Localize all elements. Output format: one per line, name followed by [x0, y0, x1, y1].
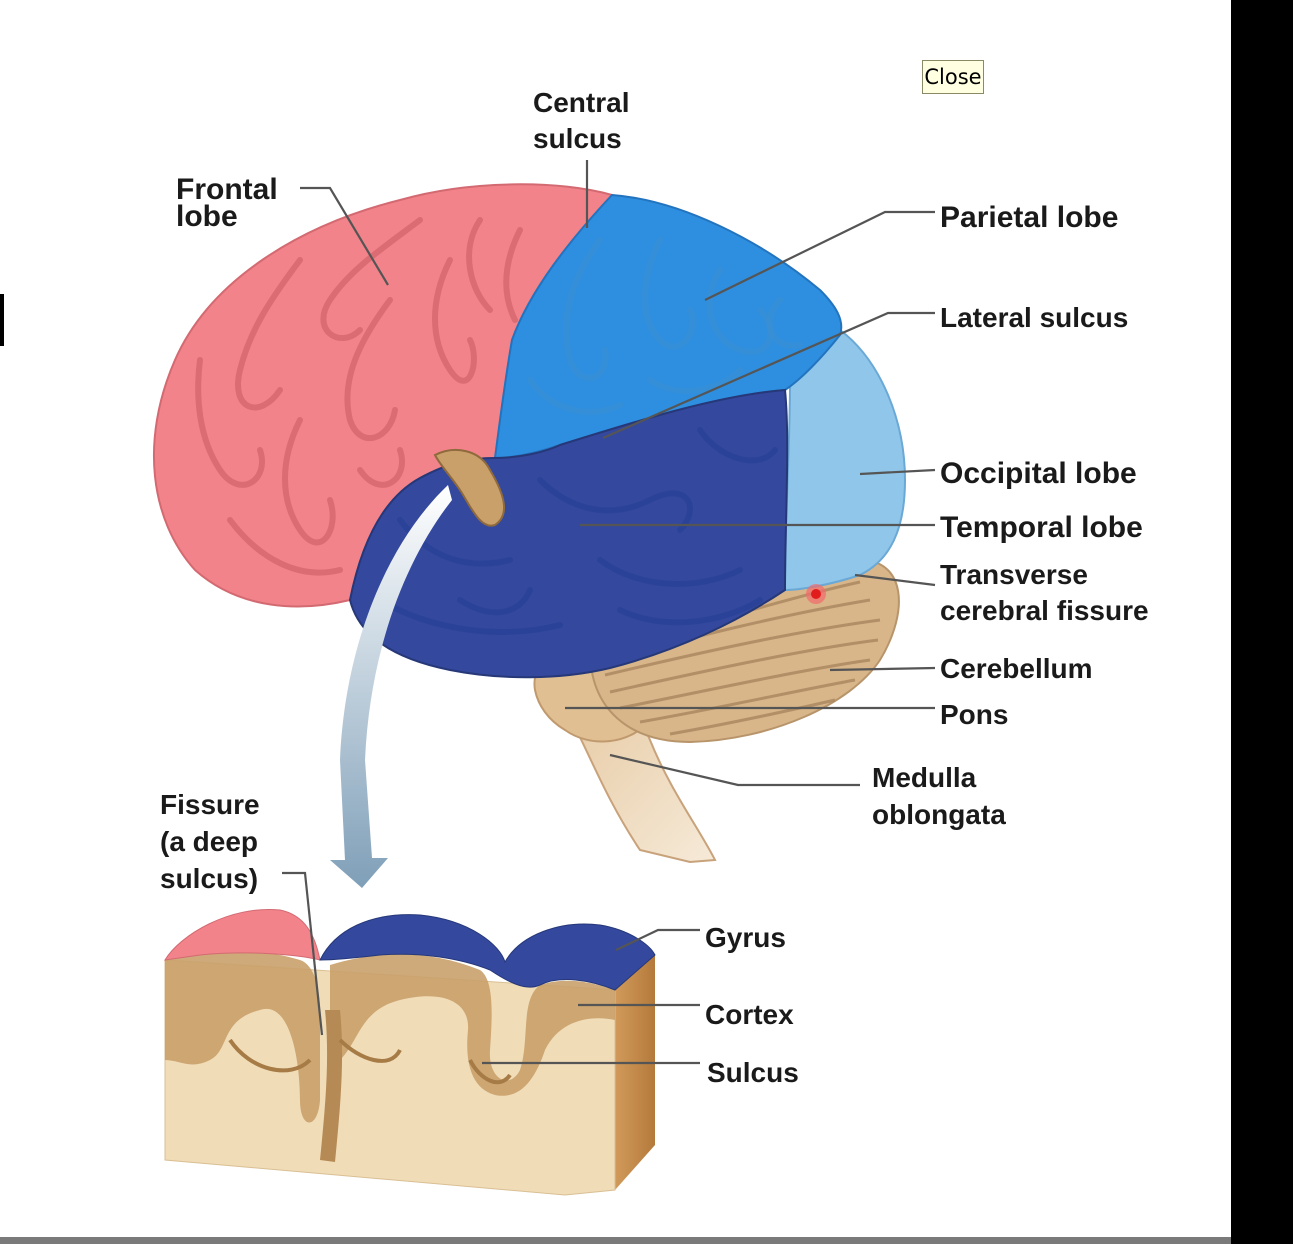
label-medulla-1: Medulla — [872, 762, 977, 793]
label-transverse-fissure-1: Transverse — [940, 559, 1088, 590]
label-parietal-lobe: Parietal lobe — [940, 201, 1118, 234]
zoom-arrow — [330, 485, 452, 888]
label-fissure-1: Fissure — [160, 789, 260, 820]
label-sulcus: Sulcus — [707, 1057, 799, 1088]
label-cortex: Cortex — [705, 999, 794, 1030]
right-dark-border — [1231, 0, 1293, 1244]
label-frontal-lobe-2: lobe — [176, 200, 238, 233]
label-medulla-2: oblongata — [872, 799, 1006, 830]
block-right-side — [615, 955, 655, 1190]
label-central-sulcus-1: Central — [533, 87, 629, 118]
label-temporal-lobe: Temporal lobe — [940, 511, 1143, 544]
leader-lines — [282, 160, 936, 1065]
close-button[interactable]: Close — [922, 60, 984, 94]
label-transverse-fissure-2: cerebral fissure — [940, 595, 1149, 626]
block-top-blue — [319, 914, 656, 991]
marker-dot — [811, 589, 821, 599]
label-occipital-lobe: Occipital lobe — [940, 457, 1137, 490]
label-lateral-sulcus: Lateral sulcus — [940, 302, 1128, 333]
cortex-cross-section — [164, 908, 656, 1196]
parietal-gyri — [527, 237, 803, 415]
temporal-lobe-shape — [348, 388, 789, 679]
cortex-layer — [165, 950, 320, 1123]
block-top-pink — [164, 908, 321, 961]
label-gyrus: Gyrus — [705, 922, 786, 953]
insula-shape — [433, 449, 506, 527]
left-edge-marker — [0, 294, 4, 346]
label-fissure-3: sulcus) — [160, 863, 258, 894]
label-pons: Pons — [940, 699, 1008, 730]
label-central-sulcus-2: sulcus — [533, 123, 622, 154]
label-cerebellum: Cerebellum — [940, 653, 1093, 684]
bottom-scrollbar[interactable] — [0, 1237, 1231, 1244]
frontal-gyri — [195, 217, 523, 576]
label-frontal-lobe-1: Frontal — [176, 173, 278, 206]
brain-diagram: Central sulcus Frontal lobe Parietal lob… — [153, 87, 1149, 1196]
label-fissure-2: (a deep — [160, 826, 258, 857]
